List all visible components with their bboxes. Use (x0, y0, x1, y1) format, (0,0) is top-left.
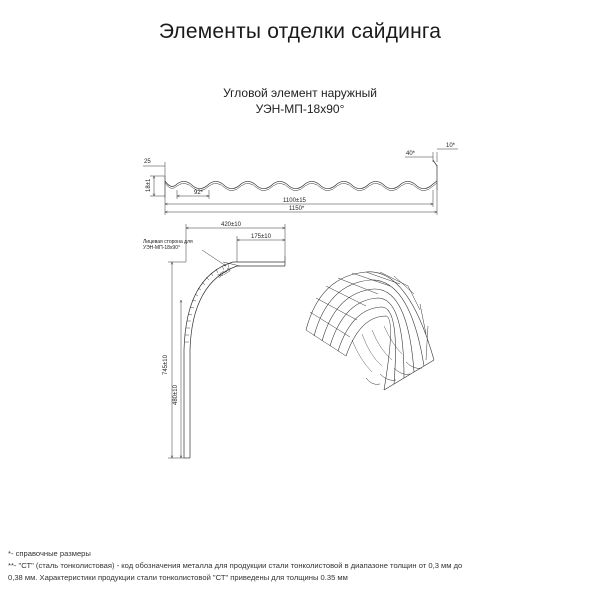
dim-left-width: 25 (144, 159, 151, 165)
profile-view (143, 148, 458, 215)
footnotes: *- справочные размеры **- "СТ" (сталь то… (8, 548, 593, 584)
footnote-reference: *- справочные размеры (8, 549, 91, 558)
corner-3d-illustration (305, 271, 435, 391)
label-face-model: УЭН-МП-18х90° (143, 245, 180, 251)
dim-corner-inner-top: 175±10 (251, 234, 272, 240)
profile-wave-line-lower (164, 182, 438, 191)
footnote-material-code-cont: 0,38 мм. Характеристики продукции стали … (8, 573, 348, 582)
label-face-side: Лицевая сторона для (143, 239, 193, 245)
dim-profile-height: 18±1 (146, 178, 152, 192)
dim-angle: 40* (406, 151, 416, 157)
dim-edge: 10* (446, 143, 456, 149)
dim-bend-radius: 305±3 (217, 267, 232, 280)
dim-corner-height: 745±10 (163, 354, 169, 375)
dim-working-width: 1100±15 (283, 198, 307, 204)
profile-wave-line (164, 180, 438, 189)
element-model-code: УЭН-МП-18х90° (255, 102, 345, 116)
footnote-material-code: **- "СТ" (сталь тонколистовая) - код обо… (8, 561, 463, 570)
dim-corner-top: 420±10 (221, 222, 242, 228)
page-title: Элементы отделки сайдинга (158, 20, 442, 43)
dim-total-width: 1150* (289, 206, 305, 212)
dim-corner-inner-height: 480±10 (173, 384, 179, 405)
corner-view (168, 224, 285, 458)
dim-wave-pitch: 92* (194, 190, 204, 196)
element-subtitle: Угловой элемент наружный (223, 86, 377, 100)
